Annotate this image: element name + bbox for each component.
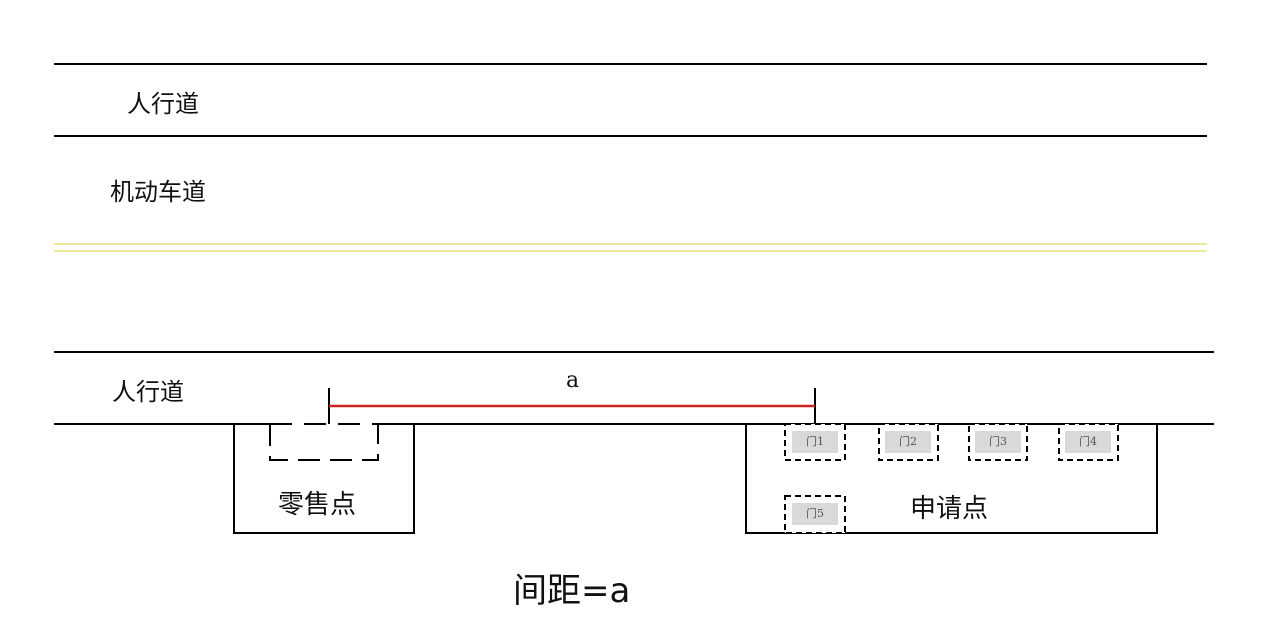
motor-lane-label: 机动车道 (110, 178, 206, 206)
door-2: 门2 (885, 431, 931, 453)
distance-marker-label: a (566, 368, 580, 393)
retail-entrance (269, 424, 379, 461)
door-1: 门1 (792, 431, 838, 453)
retail-point-label: 零售点 (278, 490, 357, 520)
retail-building (233, 423, 415, 534)
applicant-point-label: 申请点 (910, 494, 989, 524)
caption: 间距=a (513, 571, 631, 611)
door-4: 门4 (1065, 431, 1111, 453)
door-3: 门3 (975, 431, 1021, 453)
sidewalk-bottom-label: 人行道 (112, 378, 184, 406)
sidewalk-top-label: 人行道 (127, 90, 199, 118)
door-5: 门5 (792, 503, 838, 525)
